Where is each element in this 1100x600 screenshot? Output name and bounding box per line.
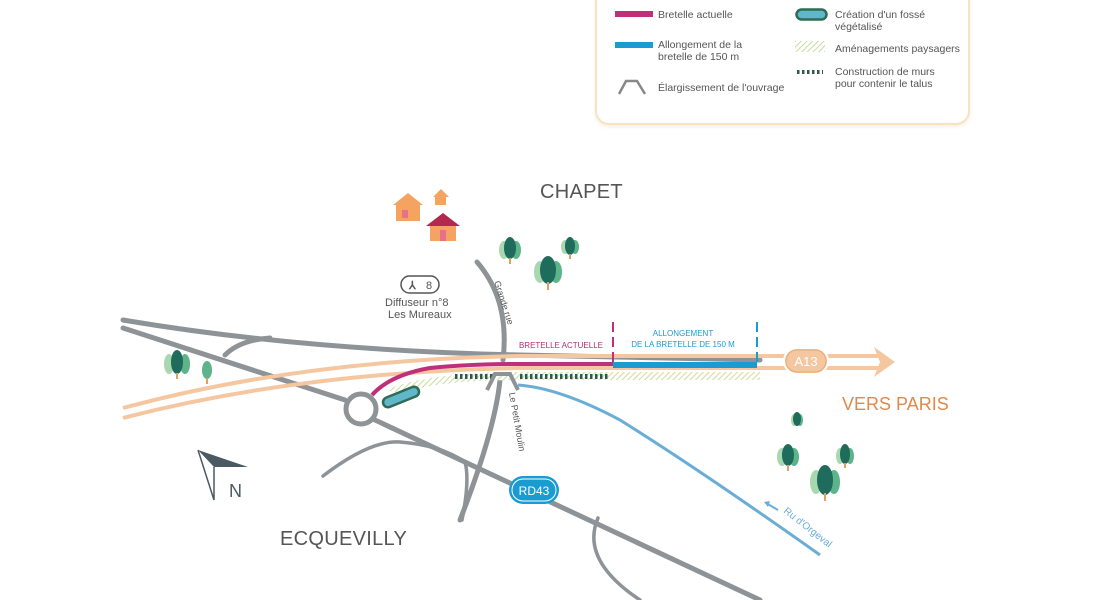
diffuseur-badge <box>400 275 440 294</box>
diffuseur-place: Les Mureaux <box>388 309 452 321</box>
trees-icon <box>164 237 854 501</box>
legend-bretelle-label: Bretelle actuelle <box>658 9 733 21</box>
river-label: Ru d'Orgeval <box>781 506 834 550</box>
diffuseur-number: 8 <box>426 280 432 292</box>
ru-orgeval-river <box>517 383 821 557</box>
diffuseur-name: Diffuseur n°8 <box>385 297 449 309</box>
north-label: N <box>229 481 242 501</box>
petit-moulin-label: Le Petit Moulin <box>507 392 527 452</box>
allongement-line <box>613 362 757 368</box>
bridge-widening-icon <box>485 372 520 391</box>
arrow-paris-icon <box>874 347 895 377</box>
bretelle-segment-label: BRETELLE ACTUELLE <box>519 341 603 350</box>
town-chapet: CHAPET <box>540 181 623 203</box>
legend-elargissement-label: Élargissement de l'ouvrage <box>658 82 785 94</box>
town-ecquevilly: ECQUEVILLY <box>280 528 408 550</box>
north-arrow-icon <box>197 449 248 501</box>
legend-fosse-label: Création d'un fossé végétalisé <box>835 9 926 33</box>
rd43-badge <box>509 476 559 504</box>
legend-murs-icon <box>797 70 823 74</box>
svg-text:⅄: ⅄ <box>408 280 417 292</box>
allongement-segment-label-1: ALLONGEMENT <box>653 329 714 338</box>
legend-bretelle-swatch <box>615 11 653 17</box>
roundabout <box>343 391 379 427</box>
bretelle-actuelle-line <box>370 362 613 397</box>
a13-label: A13 <box>794 354 817 369</box>
rd43-label: RD43 <box>519 484 550 498</box>
fosse-vegetalise <box>381 385 421 409</box>
legend-allongement-swatch <box>615 42 653 48</box>
legend-elargissement-icon <box>617 79 647 95</box>
walls-segment <box>520 374 610 379</box>
legend-murs-label: Construction de murs pour contenir le ta… <box>835 66 935 90</box>
legend-allongement-label: Allongement de la bretelle de 150 m <box>658 39 743 63</box>
allongement-segment-label-2: DE LA BRETELLE DE 150 M <box>631 340 735 349</box>
a13-badge <box>783 347 829 375</box>
legend-fosse-icon <box>795 8 828 21</box>
legend-panel: Bretelle actuelle Allongement de la bret… <box>595 0 970 125</box>
legend-amenagements-label: Aménagements paysagers <box>835 43 960 55</box>
walls-segment <box>455 374 495 379</box>
houses-icon <box>393 189 460 241</box>
legend-amenagements-swatch <box>795 41 825 52</box>
direction-label: VERS PARIS <box>842 394 949 414</box>
a13-motorway <box>122 354 880 420</box>
